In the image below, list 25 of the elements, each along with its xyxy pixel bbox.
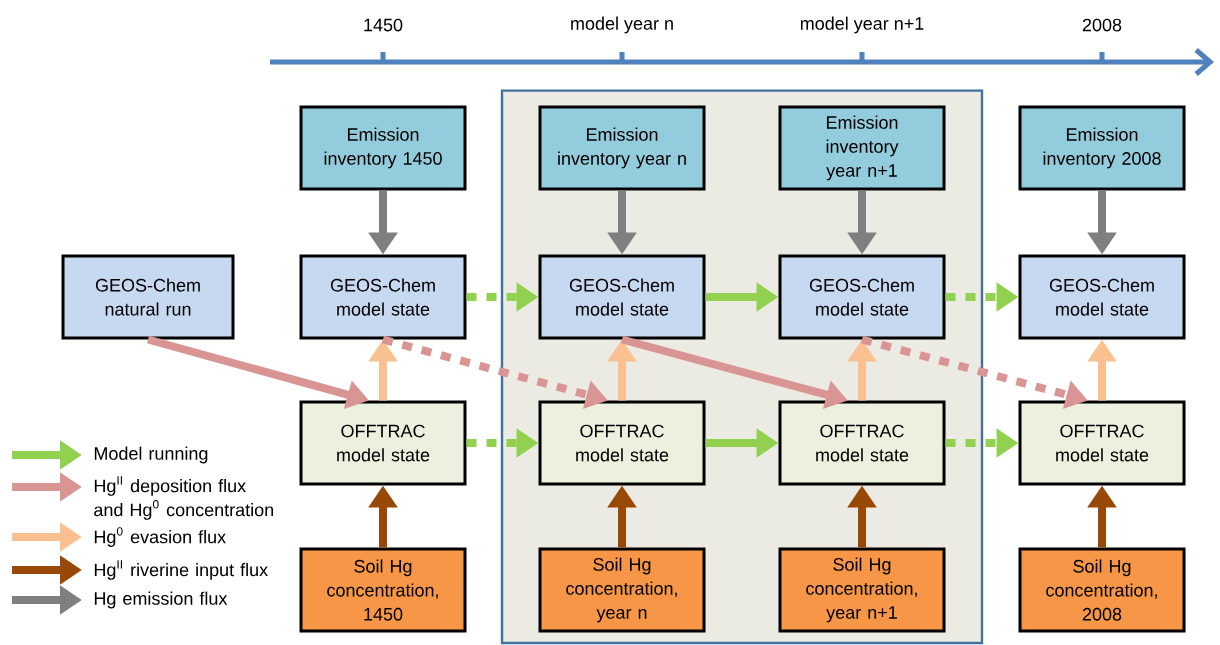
legend-text: Hg$^{0}$ evasion flux xyxy=(94,527,226,547)
axis-label: model year n+1 xyxy=(800,16,924,34)
soil-concentration-box: Soil Hg concentration, 1450 xyxy=(299,547,467,633)
soil-concentration-box: Soil Hg concentration, year n xyxy=(538,547,706,633)
axis-label: 1450 xyxy=(364,18,403,32)
model-state-box: GEOS-Chem model state xyxy=(538,254,706,340)
model-state-box: OFFTRAC model state xyxy=(299,400,467,486)
model-state-box: GEOS-Chem model state xyxy=(1018,254,1186,340)
axis-label: 2008 xyxy=(1082,18,1122,32)
model-state-box: OFFTRAC model state xyxy=(1018,400,1186,486)
emission-inventory-box: Emission inventory 1450 xyxy=(299,105,467,191)
model-state-box: GEOS-Chem model state xyxy=(778,254,946,340)
model-run-box: GEOS-Chem natural run xyxy=(61,254,235,340)
axis-label: model year n xyxy=(571,16,673,34)
emission-inventory-box: Emission inventory year n+1 xyxy=(778,105,946,191)
soil-concentration-box: Soil Hg concentration, year n+1 xyxy=(778,547,946,633)
soil-concentration-box: Soil Hg concentration, 2008 xyxy=(1018,547,1186,633)
legend-text: Hg$^{II}$ riverine input flux xyxy=(94,560,268,580)
legend-text: Hg emission flux xyxy=(94,591,228,609)
model-state-box: OFFTRAC model state xyxy=(778,400,946,486)
emission-inventory-box: Emission inventory 2008 xyxy=(1018,105,1186,191)
legend-text: Model running xyxy=(94,446,208,464)
model-state-box: OFFTRAC model state xyxy=(538,400,706,486)
model-state-box: GEOS-Chem model state xyxy=(299,254,467,340)
emission-inventory-box: Emission inventory year n xyxy=(538,105,706,191)
